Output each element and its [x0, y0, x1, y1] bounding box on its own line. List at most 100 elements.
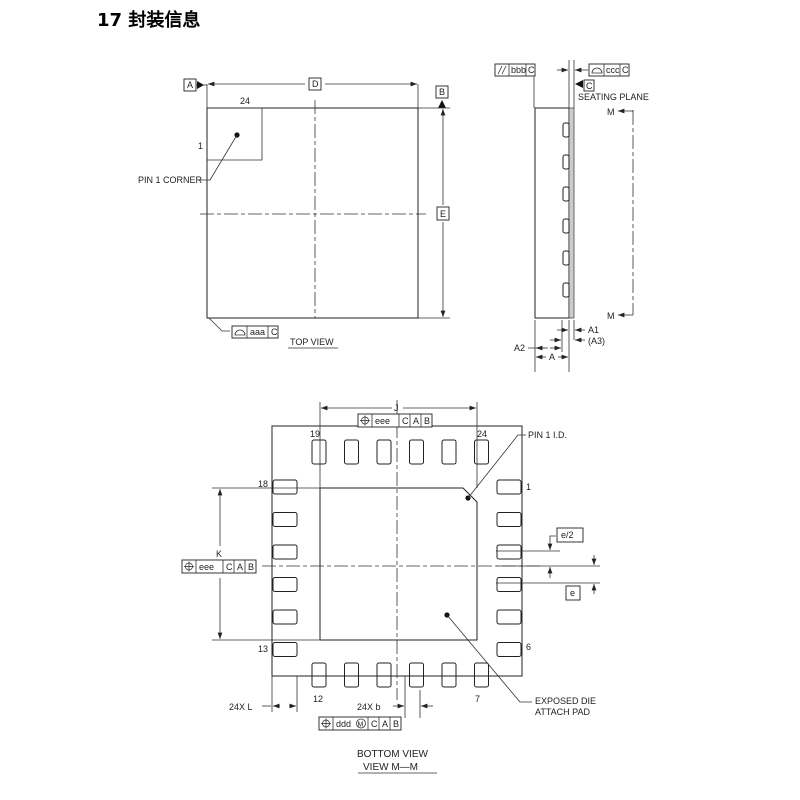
- dim-e-half: e/2: [561, 530, 574, 540]
- pad-right: [496, 577, 522, 592]
- tol-ccc-c: C: [622, 65, 629, 75]
- tol-bbb: bbb: [511, 65, 526, 75]
- tol-ccc: ccc: [606, 65, 620, 75]
- datum-a: A: [187, 80, 193, 90]
- dim-l: 24X L: [229, 702, 253, 712]
- pad-bottom: [344, 662, 359, 688]
- dim-a3: (A3): [588, 336, 605, 346]
- pad-right: [496, 479, 522, 495]
- pad-top: [409, 439, 424, 465]
- side-lead: [562, 186, 570, 202]
- tol-a: A: [413, 416, 419, 426]
- tol-ddd: ddd: [336, 719, 351, 729]
- pad-left: [272, 609, 298, 625]
- tol-eee: eee: [199, 562, 214, 572]
- pad-top: [376, 439, 392, 465]
- position-tolerance-lead: ddd M C A B: [318, 716, 402, 731]
- top-view-label: TOP VIEW: [290, 337, 334, 347]
- exposed-pad: [319, 487, 478, 641]
- dim-e-pitch: e: [570, 588, 575, 598]
- pad-left: [272, 642, 298, 657]
- tol-aaa: aaa: [250, 327, 265, 337]
- dim-a1: A1: [588, 325, 599, 335]
- side-view: bbb C ccc C C SEATING PLANE M M A1: [494, 60, 649, 372]
- side-lead: [562, 122, 570, 138]
- dim-d: D: [312, 79, 319, 89]
- tol-c: C: [371, 719, 378, 729]
- exposed-pad-label-1: EXPOSED DIE: [535, 696, 596, 706]
- tol-a: A: [237, 562, 243, 572]
- datum-b-box: [435, 85, 449, 99]
- e-box: [565, 585, 581, 601]
- pad-left: [272, 577, 298, 592]
- pad-bottom: [441, 662, 457, 688]
- pad-bottom: [409, 662, 424, 688]
- side-lead: [562, 218, 570, 234]
- tol-c: C: [402, 416, 409, 426]
- pin-24-label: 24: [477, 429, 487, 439]
- bottom-view-label: BOTTOM VIEW: [357, 749, 428, 760]
- pad-bottom: [376, 662, 392, 688]
- pin1-corner-region: [207, 107, 263, 161]
- pad-top: [311, 439, 327, 465]
- top-view: 24 1 PIN 1 CORNER D A B E aaa C TO: [138, 77, 450, 349]
- dim-k: K: [216, 549, 222, 559]
- position-tolerance-j: eee C A B: [357, 413, 433, 428]
- parallelism-tolerance: bbb C: [494, 63, 536, 108]
- pin-1-label: 1: [198, 141, 203, 151]
- tol-c: C: [226, 562, 233, 572]
- pad-left: [272, 479, 298, 495]
- side-lead: [562, 250, 570, 266]
- pin1-corner-label: PIN 1 CORNER: [138, 175, 203, 185]
- e-half-box: [556, 527, 584, 543]
- dim-a2: A2: [514, 343, 525, 353]
- position-tolerance-k: eee C A B: [181, 559, 257, 574]
- pin-13-label: 13: [258, 644, 268, 654]
- tol-b: B: [248, 562, 254, 572]
- pad-right: [496, 609, 522, 625]
- tol-b: B: [424, 416, 430, 426]
- dim-e: E: [440, 209, 446, 219]
- dim-b: 24X b: [357, 702, 381, 712]
- bottom-view: J eee C A B K eee C A B 19 24 18 1 13: [181, 400, 600, 774]
- package-outline-top: [206, 107, 419, 319]
- pin-24-label: 24: [240, 96, 250, 106]
- pin-6-label: 6: [526, 642, 531, 652]
- pin-18-label: 18: [258, 479, 268, 489]
- pad-right: [496, 642, 522, 657]
- tol-eee: eee: [375, 416, 390, 426]
- tol-mmc: M: [358, 722, 364, 729]
- pad-top: [441, 439, 457, 465]
- package-outline-side: [534, 107, 570, 319]
- profile-tolerance-ccc: ccc C: [588, 63, 630, 77]
- section-title: 17 封装信息: [97, 10, 201, 31]
- pad-bottom: [474, 662, 489, 688]
- dim-a: A: [549, 352, 555, 362]
- pin-12-label: 12: [313, 694, 323, 704]
- tol-b: B: [393, 719, 399, 729]
- section-m-bottom: M: [607, 311, 615, 321]
- exposed-pad-label-2: ATTACH PAD: [535, 707, 591, 717]
- seating-plane-label: SEATING PLANE: [578, 92, 649, 102]
- pad-bottom: [311, 662, 327, 688]
- section-m-top: M: [607, 107, 615, 117]
- pad-left: [272, 512, 298, 527]
- dim-j: J: [394, 403, 399, 413]
- pin-7-label: 7: [475, 694, 480, 704]
- view-m-m-label: VIEW M—M: [363, 762, 418, 773]
- datum-c: C: [586, 81, 593, 91]
- tol-a: A: [382, 719, 388, 729]
- pad-right: [496, 512, 522, 527]
- tol-bbb-c: C: [528, 65, 535, 75]
- side-lead: [562, 154, 570, 170]
- datum-b: B: [439, 87, 445, 97]
- side-lead: [562, 282, 570, 298]
- tol-c: C: [271, 327, 278, 337]
- pin1-id-label: PIN 1 I.D.: [528, 430, 567, 440]
- pad-top: [474, 439, 489, 465]
- profile-tolerance-aaa: aaa C: [231, 325, 279, 339]
- datum-c-box: [583, 79, 595, 92]
- pin-19-label: 19: [310, 429, 320, 439]
- pad-top: [344, 439, 359, 465]
